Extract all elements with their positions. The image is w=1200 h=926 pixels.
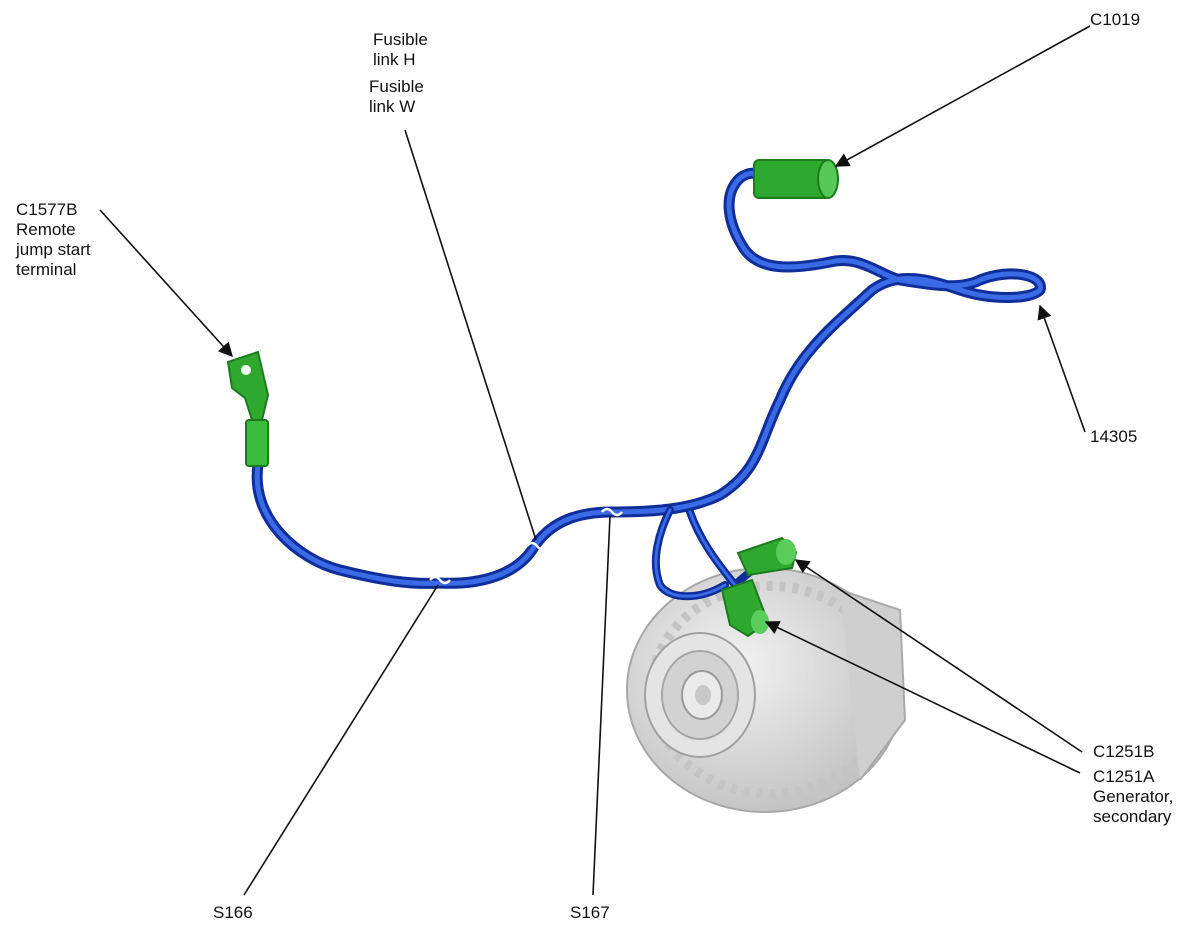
leader-s167 xyxy=(592,515,611,896)
leader-fusible xyxy=(404,129,537,541)
leader-c1251b xyxy=(794,559,1083,753)
connector-c1019-icon xyxy=(753,159,839,199)
label-fusible-link-w: Fusible link W xyxy=(369,77,424,116)
wire-harness xyxy=(251,167,1046,601)
splice-s166-icon xyxy=(429,575,451,585)
label-c1577b: C1577B Remote jump start terminal xyxy=(16,200,91,279)
splice-fusible-icon xyxy=(526,541,548,551)
connector-c1251a-icon xyxy=(720,578,770,638)
label-fusible-link-h: Fusible link H xyxy=(373,30,428,69)
connector-c1577b-icon xyxy=(226,350,270,467)
label-s166: S166 xyxy=(213,903,253,922)
leader-s166 xyxy=(243,584,439,896)
label-14305: 14305 xyxy=(1090,427,1138,446)
label-s167: S167 xyxy=(570,903,610,922)
leader-lines xyxy=(99,25,1091,896)
generator-icon xyxy=(626,567,907,813)
label-c1019: C1019 xyxy=(1090,10,1141,29)
leader-c1251a xyxy=(764,621,1081,774)
leader-14305 xyxy=(1037,304,1086,433)
splice-s167-icon xyxy=(601,507,623,517)
leader-c1577b xyxy=(99,209,233,358)
connector-c1251b-icon xyxy=(736,536,798,577)
label-c1251b: C1251B xyxy=(1093,742,1155,761)
leader-c1019 xyxy=(834,25,1091,167)
label-c1251a: C1251A Generator, secondary xyxy=(1093,767,1174,826)
